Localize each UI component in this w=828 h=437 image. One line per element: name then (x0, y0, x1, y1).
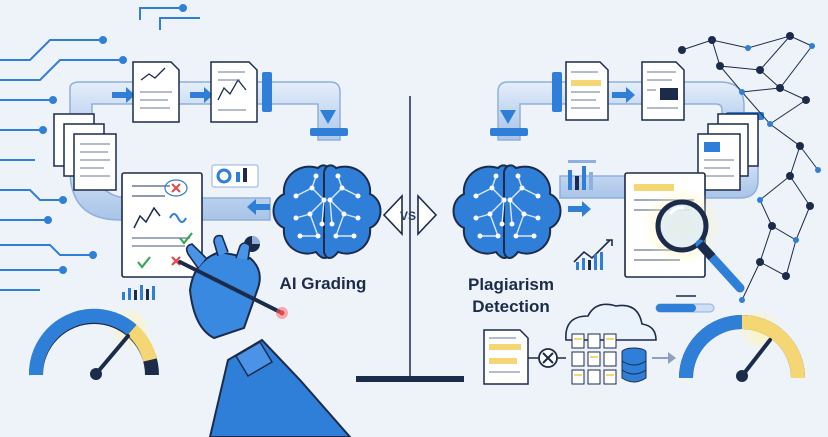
right-pipe-arrows (500, 87, 635, 217)
left-pipe-arrows (112, 87, 336, 215)
math-document (132, 61, 180, 123)
brain-network-icon (272, 164, 382, 259)
document-stack (53, 113, 117, 191)
progress-bar (655, 295, 715, 313)
trend-chart-icon (573, 239, 613, 270)
network-nodes (678, 32, 821, 303)
flow-arrow (652, 352, 676, 364)
document-stack (697, 113, 759, 191)
database-icon (621, 347, 647, 383)
mini-bar-chart (211, 164, 259, 188)
source-document (483, 329, 529, 385)
center-divider (356, 96, 464, 382)
plagiarism-title-line1: Plagiarism (468, 275, 554, 294)
brain-network-icon (452, 164, 562, 259)
mini-bar-chart (122, 285, 155, 300)
compare-icon (528, 348, 566, 368)
speed-gauge-icon (28, 306, 159, 380)
ai-grading-title: AI Grading (279, 274, 367, 293)
plagiarism-title-line2: Detection (472, 297, 550, 316)
graded-document (121, 172, 203, 278)
plagiarism-detection-title: Plagiarism Detection (448, 274, 574, 318)
robot-hand-icon (178, 234, 352, 437)
speed-gauge-icon (679, 308, 805, 382)
cloud-database-icon (565, 303, 657, 385)
magnifying-glass-icon (642, 186, 745, 293)
mini-bar-chart (568, 160, 596, 190)
text-document (641, 61, 685, 121)
left-circuit-lines (0, 4, 200, 291)
math-document (210, 61, 258, 123)
text-document (565, 61, 609, 121)
versus-label: VS (399, 209, 416, 223)
